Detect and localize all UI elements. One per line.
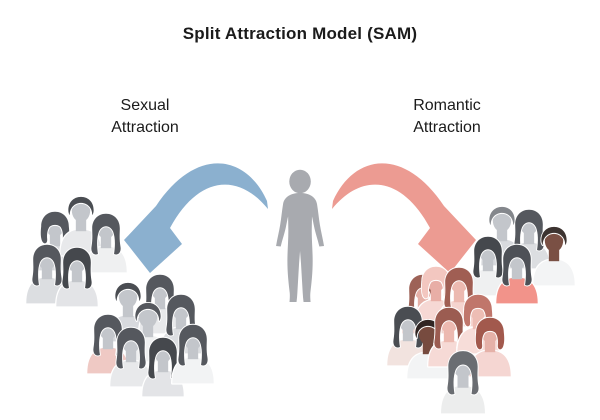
romantic-attraction-label-line1: Romantic (413, 97, 481, 114)
person-avatar (141, 336, 185, 398)
person-avatar (439, 350, 487, 415)
diagram-title: Split Attraction Model (SAM) (182, 24, 418, 43)
person-avatar (427, 306, 471, 368)
romantic-attraction-label: Romantic Attraction (362, 95, 532, 139)
sexual-attraction-label: Sexual Attraction (60, 95, 230, 139)
person-avatar (495, 243, 539, 305)
attraction-group-romantic-upper (466, 206, 576, 305)
person-avatar (171, 323, 215, 385)
person-avatar (55, 246, 99, 308)
sexual-attraction-arrow (124, 163, 268, 273)
person-avatar (532, 226, 576, 287)
person-avatar (109, 326, 153, 388)
sexual-attraction-label-line2: Attraction (111, 119, 179, 136)
sexual-attraction-label-line1: Sexual (120, 97, 170, 114)
center-person-silhouette (276, 169, 325, 302)
attraction-group-sexual-upper (25, 196, 128, 308)
attraction-group-romantic-lower (386, 265, 512, 415)
romantic-attraction-arrow (332, 163, 476, 273)
person-avatar (386, 305, 430, 367)
romantic-attraction-label-line2: Attraction (413, 119, 481, 136)
people-groups (25, 196, 576, 415)
attraction-group-sexual-lower (86, 273, 215, 398)
